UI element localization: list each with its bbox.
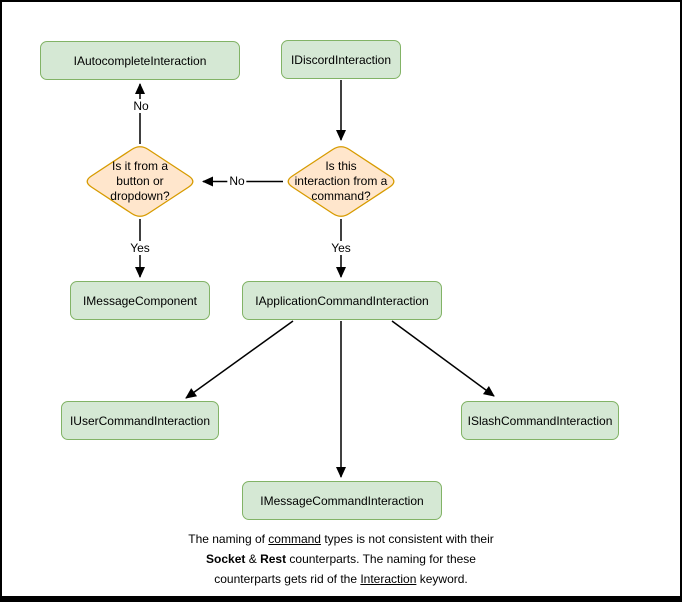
node-slash-command-interaction: ISlashCommandInteraction: [461, 401, 619, 440]
decision-button-dropdown-shape: [86, 146, 194, 217]
edge-label-yes-left: Yes: [128, 241, 152, 255]
edge-label-no-up: No: [131, 99, 151, 113]
frame-border-top: [0, 0, 682, 2]
frame-border-left: [0, 0, 2, 602]
arrow-to-slash-command: [391, 320, 495, 397]
node-discord-interaction: IDiscordInteraction: [281, 40, 401, 79]
decision-from-command-label: Is this interaction from a command?: [294, 159, 388, 203]
edge-label-no-left: No: [227, 174, 247, 188]
decision-button-dropdown-label: Is it from a button or dropdown?: [110, 159, 170, 203]
frame-border-right: [680, 0, 682, 602]
naming-note-line-3: counterparts gets rid of the Interaction…: [214, 572, 468, 586]
node-message-component: IMessageComponent: [70, 281, 210, 320]
arrow-to-user-command: [185, 320, 294, 399]
node-autocomplete-interaction: IAutocompleteInteraction: [40, 41, 240, 80]
naming-note: The naming of command types is not consi…: [0, 529, 682, 589]
naming-note-line-1: The naming of command types is not consi…: [188, 532, 494, 546]
node-message-command-interaction: IMessageCommandInteraction: [242, 481, 442, 520]
naming-note-line-2: Socket & Rest counterparts. The naming f…: [206, 552, 476, 566]
decision-from-command-shape: [287, 146, 395, 217]
edge-label-yes-right: Yes: [329, 241, 353, 255]
frame-border-bottom: [0, 596, 682, 602]
node-application-command-interaction: IApplicationCommandInteraction: [242, 281, 442, 320]
node-user-command-interaction: IUserCommandInteraction: [61, 401, 219, 440]
